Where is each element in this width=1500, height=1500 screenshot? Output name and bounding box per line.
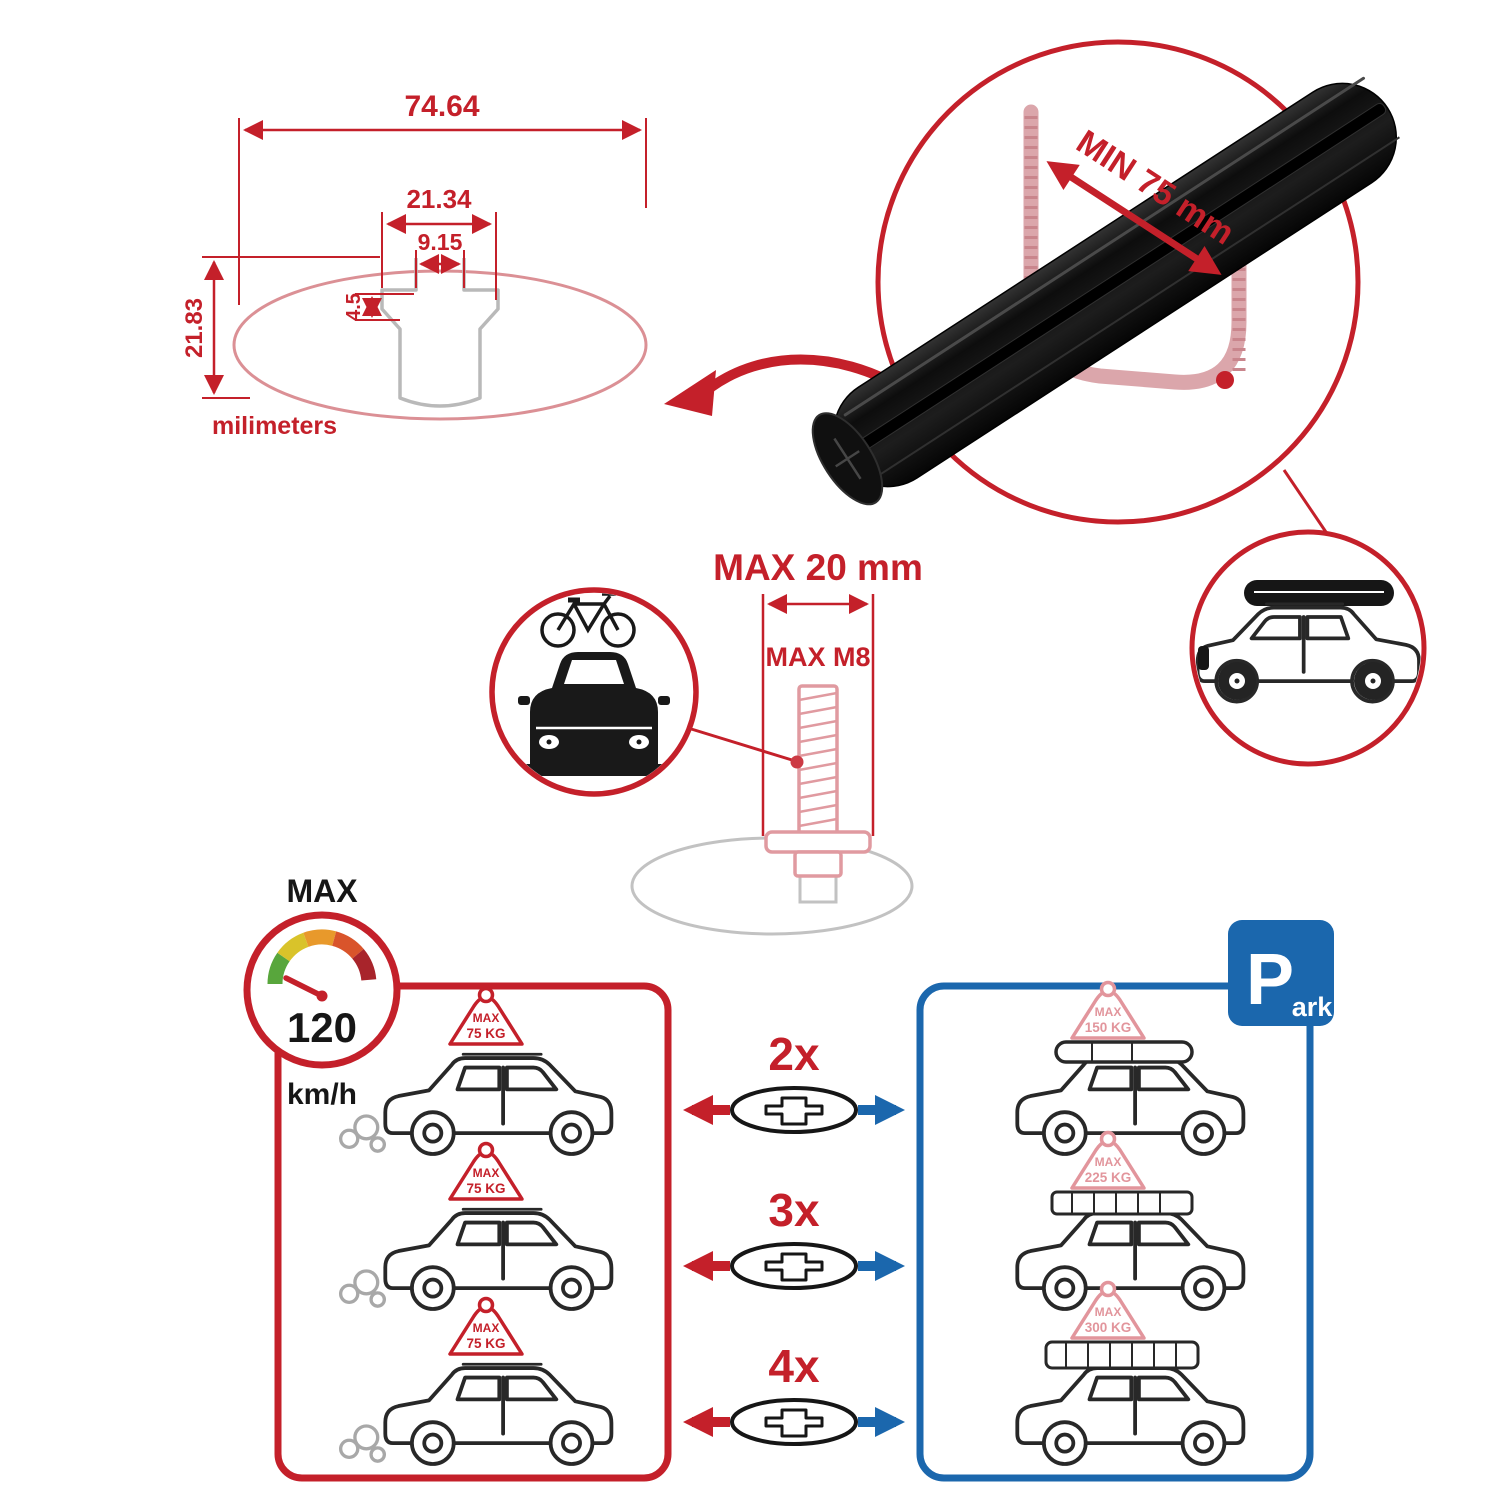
bike-icon — [540, 593, 636, 648]
crossbar-count-icon — [732, 1244, 856, 1288]
suv-illustration — [1195, 580, 1421, 704]
park-sign-suffix: ark — [1292, 992, 1334, 1022]
crossbar-count-icon — [732, 1088, 856, 1132]
roof-basket — [1050, 1190, 1194, 1216]
driving-car-1: MAX 75 KG — [338, 986, 614, 1156]
extension-lines — [202, 118, 647, 399]
load-tag-value: 75 KG — [466, 1336, 505, 1351]
parked-car-1: MAX 150 KG — [1015, 980, 1246, 1156]
dim-slot-width: 21.34 — [406, 184, 472, 214]
driving-car-3: MAX 75 KG — [338, 1296, 614, 1466]
dimension-arrows — [204, 120, 642, 395]
crossbar-count-icon — [732, 1400, 856, 1444]
bolt-dim-lines — [761, 594, 875, 836]
gauge-needle — [283, 975, 325, 999]
load-tag-value: 300 KG — [1085, 1320, 1132, 1335]
load-tag-value: 225 KG — [1085, 1170, 1132, 1185]
park-sign-letter: P — [1246, 940, 1294, 1020]
load-tag-max: MAX — [473, 1321, 500, 1335]
park-sign: P ark — [1228, 920, 1334, 1026]
t-slot-channel — [380, 258, 500, 408]
bolt-diagram: MAX 20 mm MAX M8 — [630, 547, 923, 936]
profile-ellipse — [232, 269, 648, 421]
parked-car-2: MAX 225 KG — [1015, 1130, 1246, 1311]
load-tag-max: MAX — [1095, 1005, 1122, 1019]
bolt-max-width-label: MAX 20 mm — [713, 547, 923, 588]
bolt-dot — [1216, 371, 1234, 389]
dim-profile-height: 21.83 — [181, 298, 208, 358]
multiplier-row-3: 4x — [683, 1340, 905, 1444]
bolt-thread-label: MAX M8 — [765, 642, 870, 672]
min-clearance-arrow — [1046, 161, 1222, 275]
load-tag-max: MAX — [1095, 1155, 1122, 1169]
t-bolt — [764, 684, 872, 878]
driving-car-2: MAX 75 KG — [338, 1141, 614, 1311]
speed-max-label: MAX — [286, 873, 358, 909]
multiplier-row-2: 3x — [683, 1184, 905, 1288]
load-tag-max: MAX — [1095, 1305, 1122, 1319]
dim-unit-label: milimeters — [212, 412, 337, 440]
load-tag-value: 150 KG — [1085, 1020, 1132, 1035]
parked-car-3: MAX 300 KG — [1015, 1280, 1246, 1466]
load-tag-max: MAX — [473, 1166, 500, 1180]
bike-car-badge — [489, 587, 699, 797]
speed-value: 120 — [287, 1004, 357, 1051]
multiplier-label: 2x — [768, 1028, 820, 1080]
bike-car-illustration — [495, 593, 693, 776]
roof-box — [1054, 1040, 1194, 1064]
speed-unit: km/h — [287, 1078, 357, 1111]
speed-limit-gauge: MAX 120 km/h — [243, 873, 401, 1111]
dimension-diagram: 74.64 21.34 9.15 4.5 21.83 milimeters — [181, 90, 905, 440]
bike-connector-line — [687, 726, 793, 762]
crossbar-render: MIN 75 mm — [811, 39, 1400, 525]
dim-opening-width: 9.15 — [418, 229, 463, 255]
multiplier-row-1: 2x — [683, 1028, 905, 1132]
roof-basket-large — [1044, 1340, 1200, 1370]
dim-lip-height: 4.5 — [343, 293, 365, 321]
aluminium-bar — [811, 76, 1400, 506]
load-tag-max: MAX — [473, 1011, 500, 1025]
bike-connector-dot — [790, 755, 804, 769]
channel-stem — [798, 872, 838, 904]
load-tag-value: 75 KG — [466, 1181, 505, 1196]
suv-connector-line — [1282, 469, 1332, 539]
load-tag-value: 75 KG — [466, 1026, 505, 1041]
gauge-arc — [267, 929, 377, 985]
multiplier-label: 3x — [768, 1184, 820, 1236]
multiplier-label: 4x — [768, 1340, 820, 1392]
suv-roofbox-badge — [1189, 529, 1427, 767]
dim-total-width: 74.64 — [404, 90, 479, 123]
